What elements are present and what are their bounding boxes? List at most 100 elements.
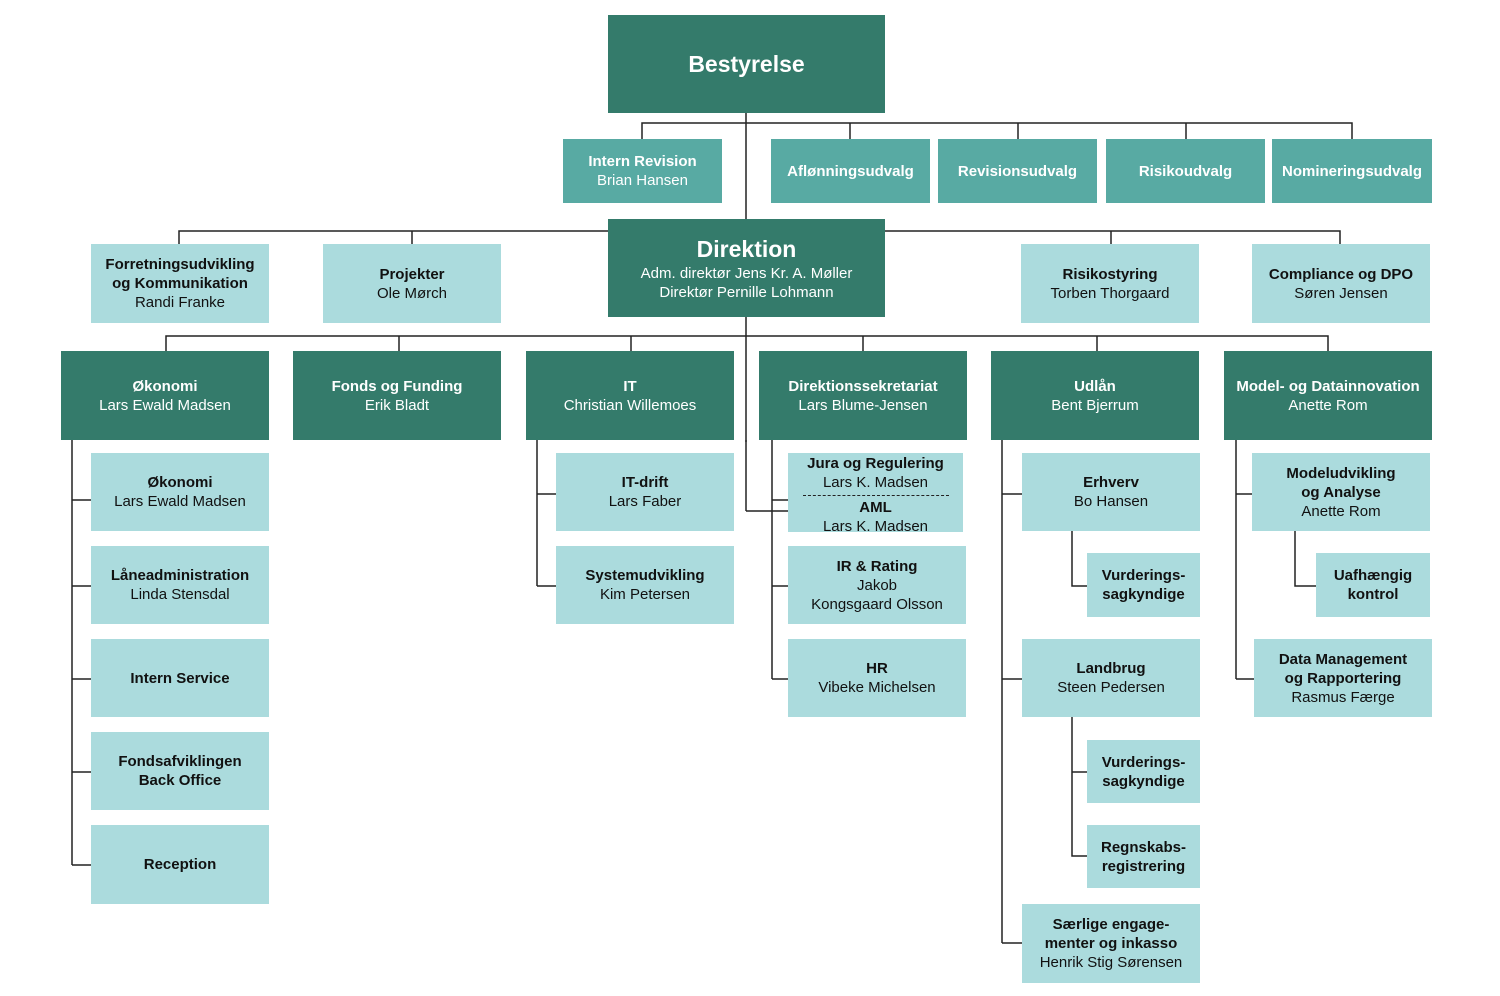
unit-hr: HR Vibeke Michelsen	[788, 639, 966, 717]
unit-person: Rasmus Færge	[1291, 688, 1395, 706]
management-line1: Adm. direktør Jens Kr. A. Møller	[640, 265, 853, 282]
unit-title: Systemudvikling	[585, 567, 705, 584]
staff-compliance: Compliance og DPO Søren Jensen	[1252, 244, 1430, 323]
department-head: Lars Ewald Madsen	[99, 396, 231, 414]
management-title: Direktion	[696, 236, 797, 262]
staff-title: Risikostyring	[1062, 265, 1158, 283]
committee-aflonningsudvalg: Aflønningsudvalg	[771, 139, 930, 203]
committee-title: Aflønningsudvalg	[787, 162, 914, 180]
unit-title: Reception	[143, 856, 217, 873]
committee-title: Nomineringsudvalg	[1281, 162, 1423, 180]
unit-title-line1: Data Management	[1278, 650, 1408, 668]
unit-person-line1: Jakob	[856, 576, 898, 594]
unit-person: Linda Stensdal	[130, 586, 230, 603]
board-title: Bestyrelse	[688, 51, 805, 77]
department-model-datainnovation: Model- og Datainnovation Anette Rom	[1224, 351, 1432, 440]
department-udlaan: Udlån Bent Bjerrum	[991, 351, 1199, 440]
committee-risikoudvalg: Risikoudvalg	[1106, 139, 1265, 203]
management-line2: Direktør Pernille Lohmann	[659, 284, 834, 301]
staff-person: Søren Jensen	[1294, 284, 1388, 302]
department-title: IT	[623, 377, 637, 395]
unit-title: Økonomi	[147, 474, 213, 491]
department-title: Direktionssekretariat	[788, 377, 938, 395]
unit-title-line1: Særlige engage-	[1052, 916, 1170, 933]
unit-person: Lars Faber	[608, 493, 682, 510]
unit-title-line2: sagkyndige	[1102, 586, 1185, 603]
department-head: Christian Willemoes	[563, 396, 697, 414]
department-head: Anette Rom	[1288, 396, 1368, 414]
staff-person: Torben Thorgaard	[1050, 284, 1170, 302]
department-title: Fonds og Funding	[331, 377, 463, 395]
staff-person: Randi Franke	[134, 294, 226, 311]
unit-title: Fondsafviklingen Back Office	[118, 753, 242, 789]
unit-person: Anette Rom	[1301, 502, 1381, 520]
staff-projekter: Projekter Ole Mørch	[323, 244, 501, 323]
staff-title: Compliance og DPO	[1268, 265, 1414, 283]
unit-data-management: Data Management og Rapportering Rasmus F…	[1254, 639, 1432, 717]
committee-person: Brian Hansen	[597, 172, 688, 189]
unit-laaneadministration: Låneadministration Linda Stensdal	[91, 546, 269, 624]
unit-title: IR & Rating	[836, 557, 918, 575]
unit-modeludvikling: Modeludvikling og Analyse Anette Rom	[1252, 453, 1430, 531]
unit-person: Lars Ewald Madsen	[114, 493, 246, 510]
department-title: Model- og Datainnovation	[1236, 377, 1420, 395]
unit-title-line1: Uafhængig	[1333, 567, 1413, 584]
unit-erhverv-vurderingssagkyndige: Vurderings- sagkyndige	[1087, 553, 1200, 617]
department-okonomi: Økonomi Lars Ewald Madsen	[61, 351, 269, 440]
committee-revisionsudvalg: Revisionsudvalg	[938, 139, 1097, 203]
unit-title-jura: Jura og Regulering	[807, 455, 944, 472]
unit-erhverv: Erhverv Bo Hansen	[1022, 453, 1200, 531]
unit-title-line2: registrering	[1101, 857, 1186, 875]
dashed-divider	[802, 495, 949, 496]
unit-title: HR	[866, 660, 888, 677]
unit-title: Landbrug	[1076, 660, 1146, 677]
department-title: Økonomi	[132, 377, 198, 395]
staff-person: Ole Mørch	[376, 284, 447, 302]
unit-fondsafviklingen: Fondsafviklingen Back Office	[91, 732, 269, 810]
unit-person-jura: Lars K. Madsen	[822, 474, 929, 491]
staff-title: Forretningsudvikling og Kommunikation	[105, 256, 255, 292]
unit-title-line2: og Rapportering	[1284, 669, 1402, 687]
unit-person: Bo Hansen	[1073, 493, 1149, 510]
unit-person: Henrik Stig Sørensen	[1039, 954, 1183, 971]
unit-title-line2: kontrol	[1347, 586, 1399, 603]
department-title: Udlån	[1074, 377, 1116, 395]
unit-uafhaengig-kontrol: Uafhængig kontrol	[1316, 553, 1430, 617]
unit-jura-aml: Jura og Regulering Lars K. Madsen AML La…	[788, 453, 963, 535]
unit-person-aml: Lars K. Madsen	[822, 518, 929, 535]
unit-systemudvikling: Systemudvikling Kim Petersen	[556, 546, 734, 624]
unit-ir-rating: IR & Rating Jakob Kongsgaard Olsson	[788, 546, 966, 624]
unit-reception: Reception	[91, 825, 269, 904]
unit-landbrug: Landbrug Steen Pedersen	[1022, 639, 1200, 717]
unit-title-line1: Vurderings-	[1101, 753, 1186, 771]
unit-title-line2: menter og inkasso	[1044, 935, 1178, 952]
committee-title: Intern Revision	[588, 153, 697, 170]
staff-risikostyring: Risikostyring Torben Thorgaard	[1021, 244, 1199, 323]
department-fonds-funding: Fonds og Funding Erik Bladt	[293, 351, 501, 440]
unit-title: Erhverv	[1083, 474, 1139, 491]
unit-title-line1: Modeludvikling	[1286, 464, 1396, 482]
unit-title-line1: Vurderings-	[1101, 567, 1186, 584]
unit-okonomi: Økonomi Lars Ewald Madsen	[91, 453, 269, 531]
unit-title-line2: sagkyndige	[1102, 772, 1185, 790]
unit-title-line1: Regnskabs-	[1100, 838, 1187, 856]
unit-regnskabsregistrering: Regnskabs- registrering	[1087, 825, 1200, 888]
unit-intern-service: Intern Service	[91, 639, 269, 717]
unit-person: Steen Pedersen	[1057, 679, 1165, 696]
unit-title-aml: AML	[859, 499, 892, 516]
staff-forretningsudvikling: Forretningsudvikling og Kommunikation Ra…	[91, 244, 269, 323]
management-box: Direktion Adm. direktør Jens Kr. A. Møll…	[608, 219, 885, 317]
department-head: Erik Bladt	[364, 396, 430, 414]
unit-person: Kim Petersen	[599, 586, 691, 603]
unit-it-drift: IT-drift Lars Faber	[556, 453, 734, 531]
unit-title: IT-drift	[621, 474, 669, 491]
unit-title: Intern Service	[130, 669, 230, 687]
unit-landbrug-vurderingssagkyndige: Vurderings- sagkyndige	[1087, 740, 1200, 803]
committee-title: Risikoudvalg	[1138, 162, 1233, 180]
unit-title-line2: og Analyse	[1301, 483, 1381, 501]
department-it: IT Christian Willemoes	[526, 351, 734, 440]
staff-title: Projekter	[379, 265, 445, 283]
department-head: Lars Blume-Jensen	[798, 396, 928, 414]
unit-title: Låneadministration	[110, 567, 250, 584]
